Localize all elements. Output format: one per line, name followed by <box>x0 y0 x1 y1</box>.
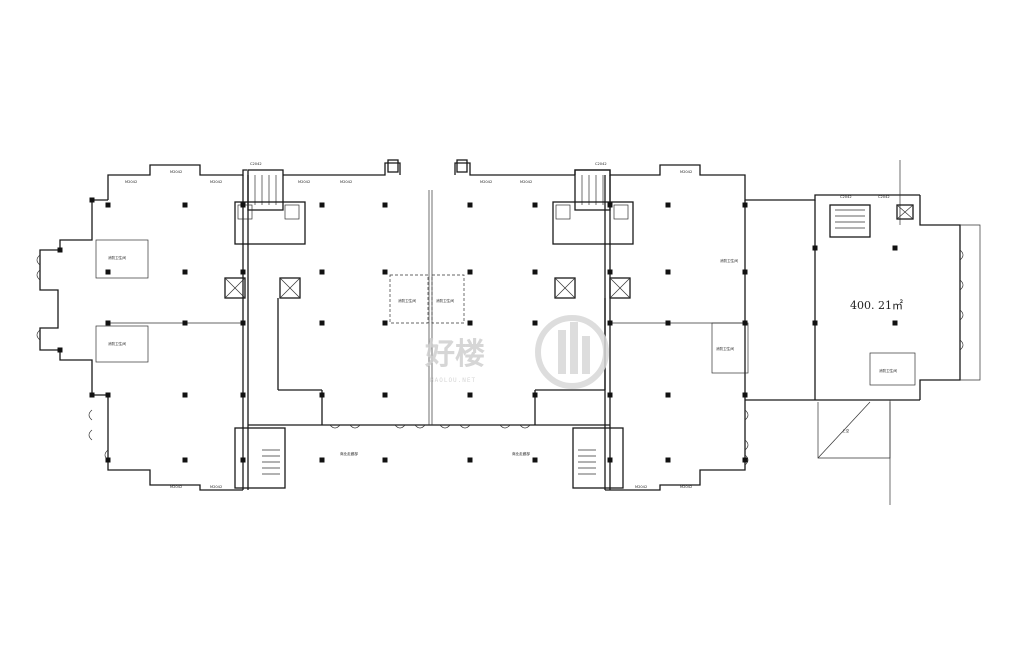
structural-column <box>240 320 246 326</box>
structural-column <box>467 320 473 326</box>
structural-column <box>240 457 246 463</box>
structural-column <box>812 320 818 326</box>
room-label: 消防卫生间 <box>108 341 126 346</box>
structural-column <box>532 457 538 463</box>
door-tag: M2042 <box>170 485 182 489</box>
structural-column <box>532 320 538 326</box>
door-tag: M2042 <box>520 180 532 184</box>
door-tag: M2042 <box>680 170 692 174</box>
structural-column <box>105 269 111 275</box>
door-tags: M2042 M2042 M2042 M2042 M2042 M2042 M204… <box>125 162 890 489</box>
watermark-logo: 好楼 HAOLOU.NET <box>424 315 609 389</box>
structural-column <box>665 457 671 463</box>
door-tag: C2042 <box>878 195 890 199</box>
structural-column <box>105 457 111 463</box>
door-tag: C2042 <box>250 162 262 166</box>
room-label: 消防卫生间 <box>108 255 126 260</box>
door-tag: M2042 <box>210 180 222 184</box>
structural-column <box>742 320 748 326</box>
structural-column <box>240 392 246 398</box>
room-label: 消防卫生间 <box>436 298 454 303</box>
structural-column <box>319 320 325 326</box>
watermark-text: 好楼 <box>424 337 485 372</box>
structural-column <box>57 247 63 253</box>
structural-column <box>382 269 388 275</box>
door-tag: M2042 <box>125 180 137 184</box>
structural-column <box>182 392 188 398</box>
annex: 消防卫生间 上空 400. 21㎡ <box>745 160 981 505</box>
door-tag: M2042 <box>170 170 182 174</box>
structural-column <box>467 457 473 463</box>
structural-column <box>742 457 748 463</box>
structural-column <box>607 320 613 326</box>
room-label: 商业走廊部 <box>340 451 358 456</box>
door-tag: M2042 <box>635 485 647 489</box>
structural-column <box>532 269 538 275</box>
door-tag: M2042 <box>298 180 310 184</box>
structural-column <box>240 269 246 275</box>
door-tag: C2042 <box>840 195 852 199</box>
door-tag: M2042 <box>340 180 352 184</box>
structural-column <box>665 392 671 398</box>
structural-column <box>240 202 246 208</box>
door-tag: C2042 <box>595 162 607 166</box>
watermark-site: HAOLOU.NET <box>430 377 476 384</box>
structural-column <box>532 202 538 208</box>
structural-column <box>742 269 748 275</box>
structural-column <box>319 392 325 398</box>
structural-column <box>89 392 95 398</box>
room-label: 商业走廊部 <box>512 451 530 456</box>
structural-column <box>182 269 188 275</box>
room-label: 消防卫生间 <box>398 298 416 303</box>
structural-column <box>607 457 613 463</box>
area-label: 400. 21㎡ <box>850 299 903 312</box>
structural-column <box>382 202 388 208</box>
structural-column <box>665 202 671 208</box>
structural-column <box>182 202 188 208</box>
structural-column <box>57 347 63 353</box>
structural-column <box>607 269 613 275</box>
structural-column <box>607 392 613 398</box>
structural-column <box>382 457 388 463</box>
structural-column <box>467 392 473 398</box>
structural-column <box>665 269 671 275</box>
structural-column <box>742 202 748 208</box>
structural-column <box>382 320 388 326</box>
structural-column <box>319 269 325 275</box>
structural-column <box>182 320 188 326</box>
room-label: 消防卫生间 <box>720 258 738 263</box>
central-hall: 消防卫生间 消防卫生间 商业走廊部 商业走廊部 <box>248 159 610 456</box>
structural-column <box>665 320 671 326</box>
structural-column <box>892 320 898 326</box>
structural-columns <box>57 197 898 463</box>
structural-column <box>105 320 111 326</box>
structural-column <box>319 457 325 463</box>
structural-column <box>607 202 613 208</box>
door-tag: M2042 <box>210 485 222 489</box>
door-tag: M2042 <box>680 485 692 489</box>
room-label: 上空 <box>842 428 850 433</box>
structural-column <box>892 245 898 251</box>
structural-column <box>742 392 748 398</box>
door-tag: M2042 <box>480 180 492 184</box>
structural-column <box>319 202 325 208</box>
structural-column <box>467 202 473 208</box>
room-label: 消防卫生间 <box>716 346 734 351</box>
structural-column <box>182 457 188 463</box>
structural-column <box>467 269 473 275</box>
room-label: 消防卫生间 <box>879 368 897 373</box>
structural-column <box>105 392 111 398</box>
structural-column <box>382 392 388 398</box>
structural-column <box>89 197 95 203</box>
right-wing: 消防卫生间 消防卫生间 <box>552 164 920 491</box>
structural-column <box>812 245 818 251</box>
structural-column <box>105 202 111 208</box>
structural-column <box>532 392 538 398</box>
left-wing: 消防卫生间 消防卫生间 <box>36 164 306 491</box>
